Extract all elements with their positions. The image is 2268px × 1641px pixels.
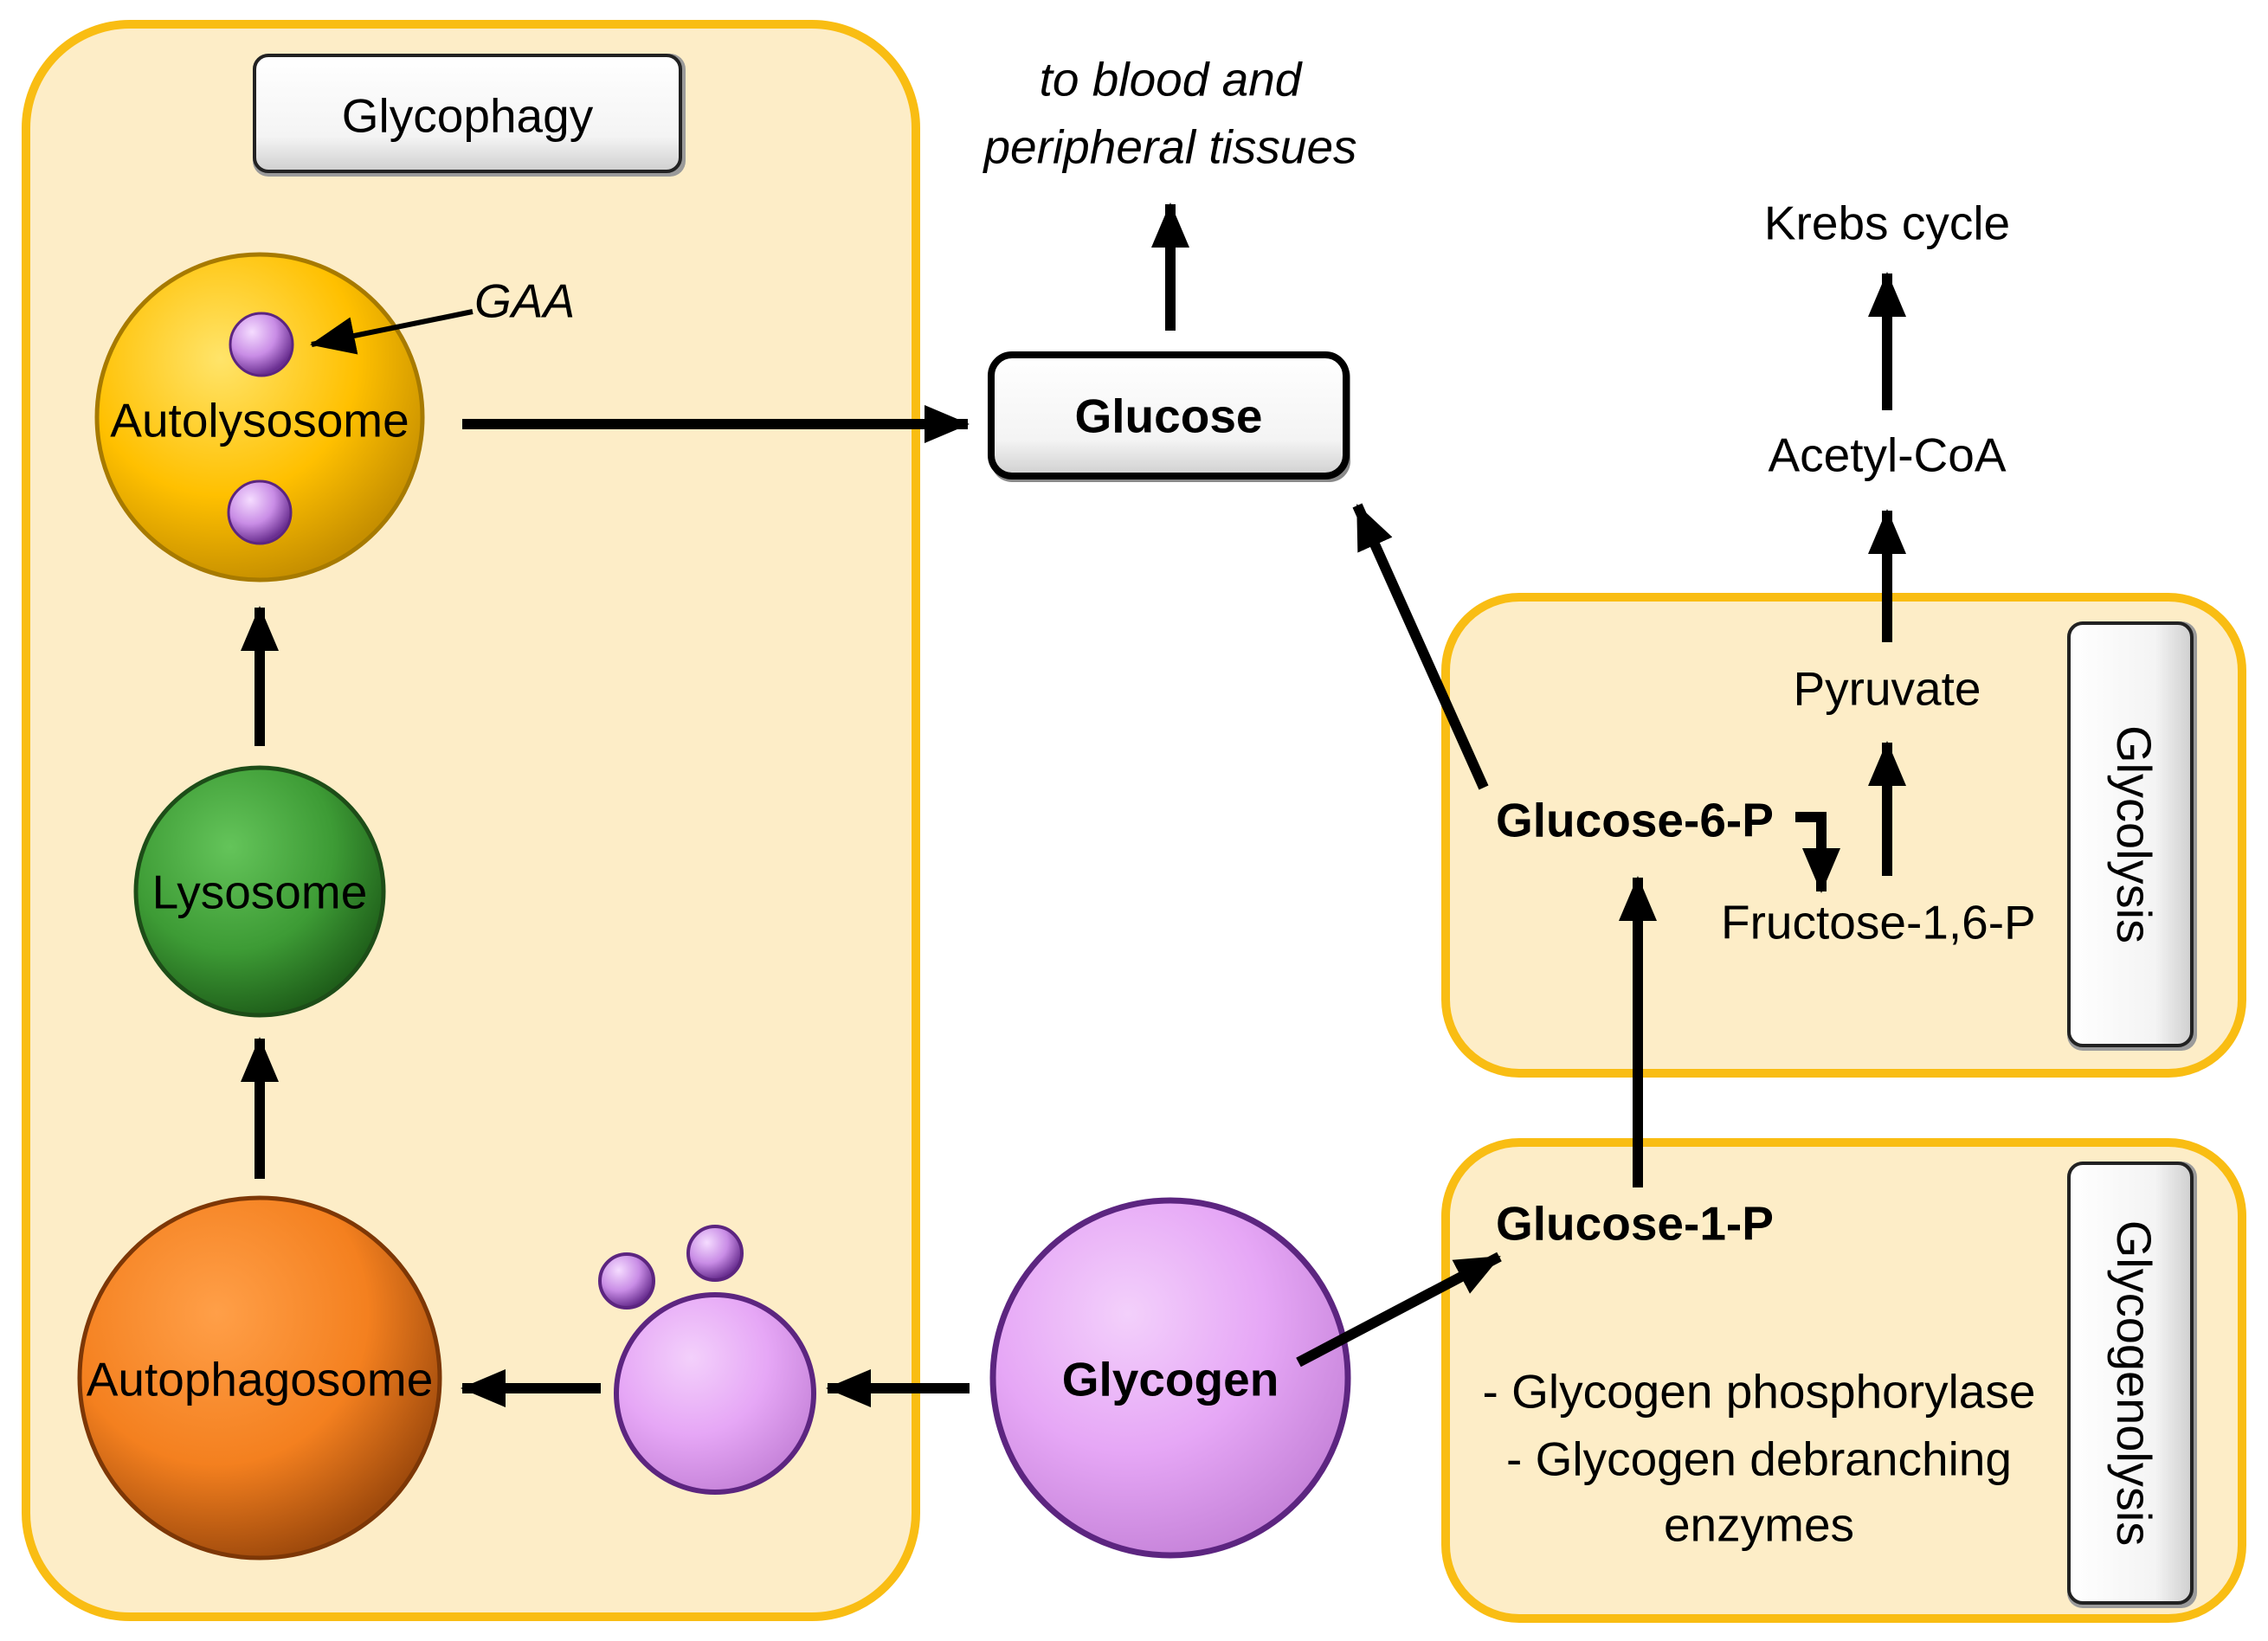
- glycogen-label: Glycogen: [1062, 1353, 1279, 1406]
- gaa-enzyme-dot: [227, 479, 293, 545]
- krebs-cycle-label: Krebs cycle: [1764, 196, 2010, 250]
- autophagosome-node: Autophagosome: [77, 1195, 442, 1561]
- blood-label-line2: peripheral tissues: [982, 120, 1356, 174]
- glycogen-node: Glycogen: [989, 1197, 1351, 1559]
- lysosome-node: Lysosome: [133, 765, 386, 1018]
- glycophagy-title: Glycophagy: [342, 89, 594, 143]
- arrows: [241, 203, 1906, 1407]
- lysosome-label: Lysosome: [152, 866, 368, 919]
- fructose-label: Fructose-1,6-P: [1721, 896, 2036, 949]
- glycolysis-panel: [1441, 593, 2246, 1078]
- autolysosome-node: Autolysosome: [94, 252, 425, 582]
- gaa-label: GAA: [474, 274, 575, 328]
- glycogen-to-glucose-1p-arrow: [1296, 1252, 1502, 1368]
- glucose-1p-label: Glucose-1-P: [1496, 1197, 1774, 1251]
- glycogen-granule: [598, 1252, 655, 1310]
- gaa-pointer-arrow: [310, 309, 474, 355]
- pyruvate-label: Pyruvate: [1793, 662, 1981, 716]
- glycolysis-title-box: Glycolysis: [2067, 621, 2197, 1051]
- glycophagy-title-box: Glycophagy: [253, 54, 686, 177]
- glycogenolysis-title-box: Glycogenolysis: [2067, 1162, 2197, 1608]
- glucose-6p-to-glucose-arrow: [1352, 503, 1489, 790]
- enzyme-debranching-label-2: enzymes: [1664, 1498, 1854, 1552]
- glycolysis-title: Glycolysis: [2107, 725, 2162, 943]
- blood-label-line1: to blood and: [1040, 53, 1304, 106]
- glucose-label: Glucose: [1074, 389, 1262, 443]
- enzyme-debranching-label: - Glycogen debranching: [1506, 1432, 2012, 1486]
- glucose-node: Glucose: [988, 351, 1350, 482]
- glycogenolysis-panel: [1441, 1138, 2246, 1623]
- acetyl-coa-label: Acetyl-CoA: [1768, 428, 2006, 482]
- glycogenolysis-title: Glycogenolysis: [2107, 1220, 2162, 1547]
- glycogen-granule: [686, 1225, 744, 1282]
- gaa-enzyme-dot: [229, 312, 294, 377]
- glucose-6p-label: Glucose-6-P: [1496, 794, 1774, 847]
- enzyme-phosphorylase-label: - Glycogen phosphorylase: [1483, 1365, 2036, 1419]
- autophagosome-label: Autophagosome: [87, 1353, 434, 1406]
- glycogen-granules-group: [598, 1225, 816, 1495]
- glucose-6p-to-fructose-arrow: [1795, 812, 1840, 893]
- glycogen-granule: [614, 1292, 816, 1495]
- autolysosome-label: Autolysosome: [110, 394, 409, 447]
